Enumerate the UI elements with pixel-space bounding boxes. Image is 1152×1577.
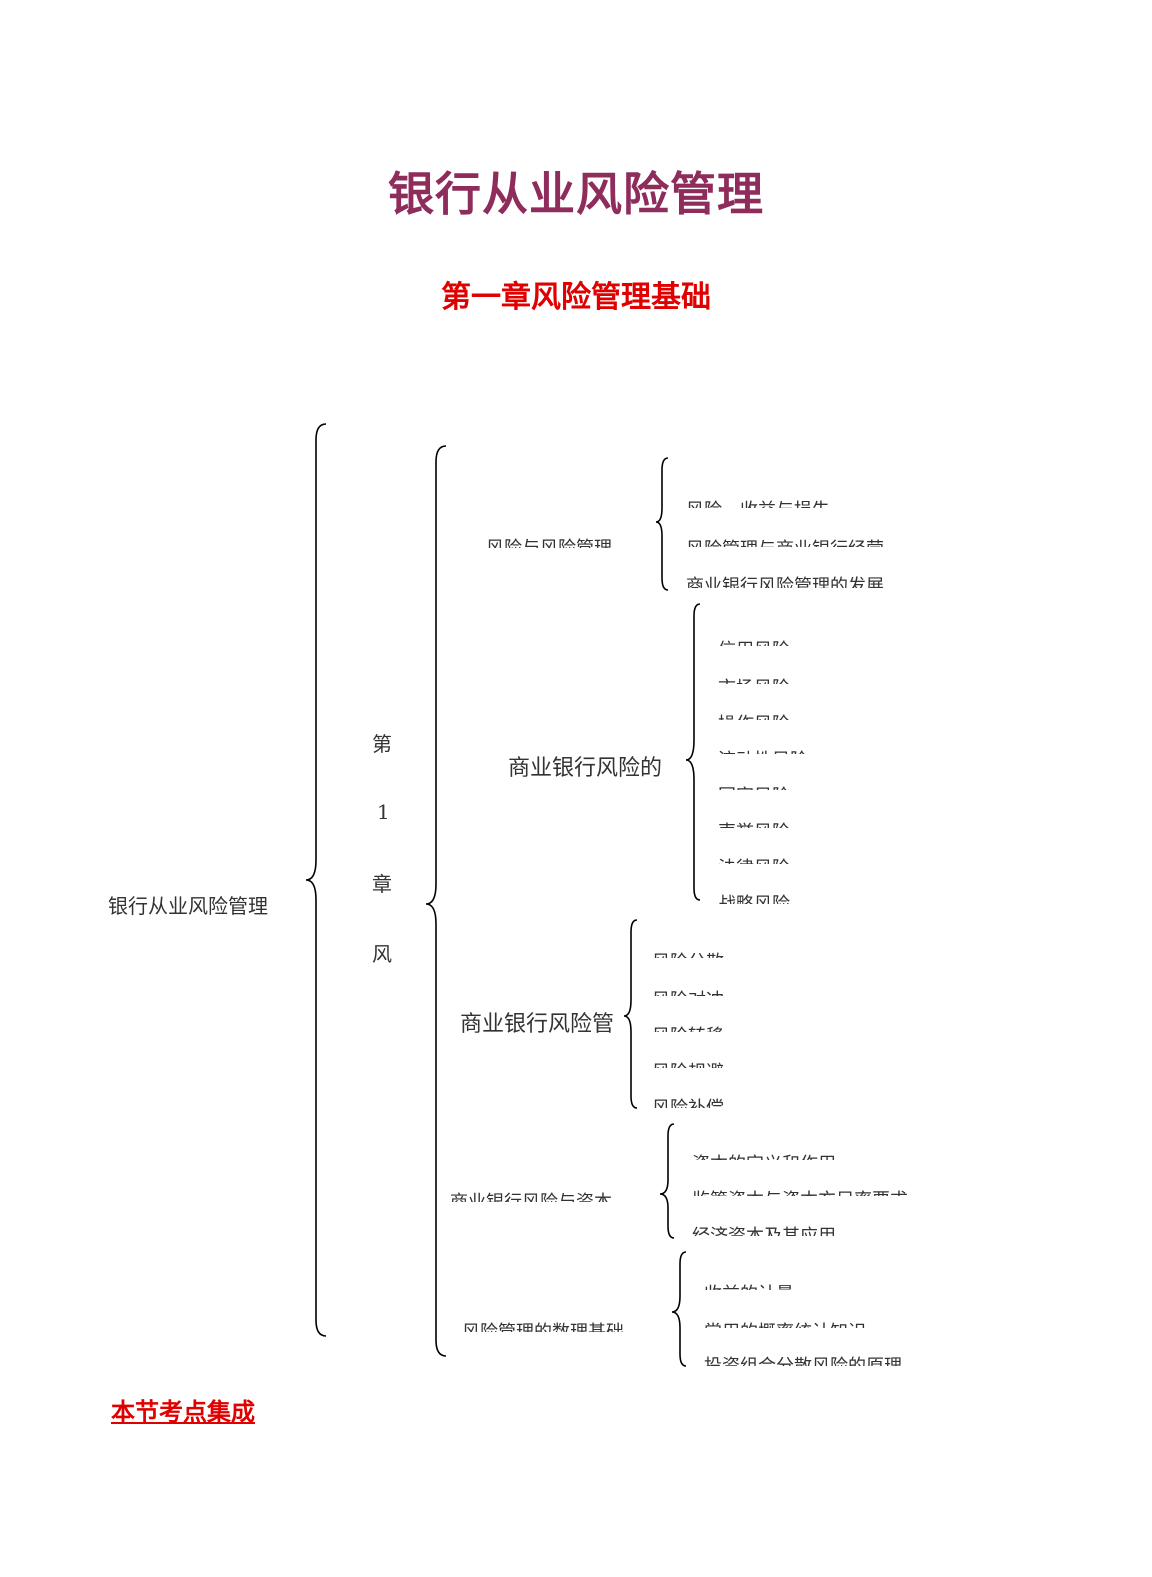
brace-chapter	[425, 445, 447, 1357]
group-5-item-3: 投资组合分散风险的原理	[704, 1352, 902, 1366]
chapter-char-3: 章	[372, 872, 392, 896]
group-5-label: 风险管理的数理基础	[462, 1318, 624, 1332]
group-2-label: 商业银行风险的	[508, 756, 663, 781]
group-3-item-2: 风险对冲	[652, 986, 724, 996]
brace-group-1	[655, 457, 669, 591]
brace-group-3	[623, 919, 638, 1109]
group-4-item-2: 监管资本与资本充足率要求	[692, 1186, 908, 1196]
section-link[interactable]: 本节考点集成	[111, 1397, 255, 1426]
group-3-item-5: 风险补偿	[652, 1094, 724, 1108]
chapter-char-2: 1	[377, 800, 390, 824]
brace-group-4	[659, 1123, 675, 1239]
brace-group-2	[685, 603, 701, 901]
group-2-item-2: 市场风险	[718, 674, 790, 684]
group-1-item-1: 风险、收益与损失	[686, 496, 830, 508]
group-1-item-2: 风险管理与商业银行经营	[686, 535, 884, 547]
group-2-item-3: 操作风险	[718, 710, 790, 720]
group-3-item-4: 风险规避	[652, 1058, 724, 1068]
group-5-item-1: 收益的计量	[704, 1280, 794, 1290]
group-2-item-7: 法律风险	[718, 854, 790, 864]
brace-root	[305, 423, 327, 1337]
group-3-item-3: 风险转移	[652, 1022, 724, 1032]
group-4-item-3: 经济资本及其应用	[692, 1222, 836, 1236]
root-label: 银行从业风险管理	[108, 894, 268, 918]
group-2-item-6: 声誉风险	[718, 818, 790, 828]
group-5-item-2: 常用的概率统计知识	[704, 1318, 866, 1328]
group-2-item-8: 战略风险	[718, 890, 790, 904]
chapter-title: 第一章风险管理基础	[441, 280, 711, 315]
group-1-label: 风险与风险管理	[486, 534, 612, 548]
document-title: 银行从业风险管理	[388, 167, 764, 221]
group-4-label: 商业银行风险与资本	[450, 1188, 612, 1202]
chapter-char-4: 风	[372, 942, 392, 966]
group-1-item-3: 商业银行风险管理的发展	[686, 576, 884, 588]
group-3-label: 商业银行风险管	[460, 1012, 615, 1037]
chapter-char-1: 第	[372, 732, 392, 756]
brace-group-5	[671, 1251, 687, 1367]
group-2-item-1: 信用风险	[718, 636, 790, 646]
group-3-item-1: 风险分散	[652, 948, 724, 958]
group-2-item-5: 国家风险	[718, 782, 790, 790]
group-4-item-1: 资本的定义和作用	[692, 1150, 836, 1160]
group-2-item-4: 流动性风险	[718, 746, 808, 754]
